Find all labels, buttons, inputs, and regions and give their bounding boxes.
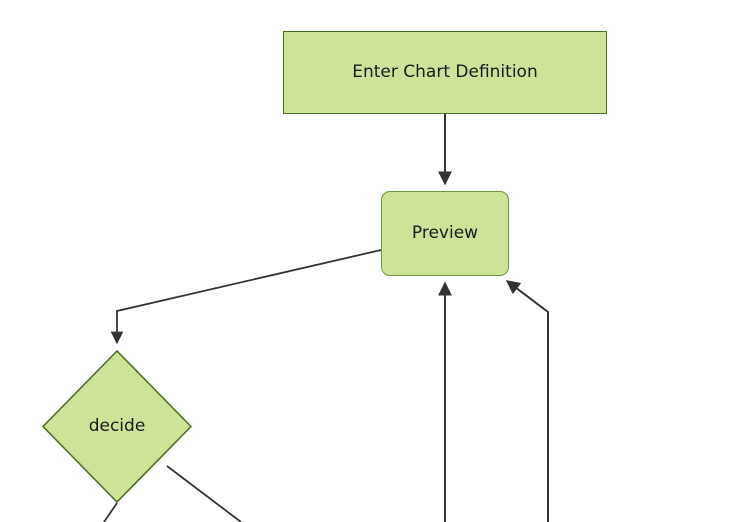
node-preview[interactable]: Preview	[381, 191, 509, 276]
node-label-decide: decide	[88, 416, 146, 436]
node-decide[interactable]: decide	[42, 350, 192, 503]
node-label-enter-chart-definition: Enter Chart Definition	[352, 62, 538, 82]
node-enter-chart-definition[interactable]: Enter Chart Definition	[283, 31, 607, 114]
edge-bottom-right-to-preview	[505, 280, 549, 522]
diamond-shape-icon	[42, 350, 192, 503]
edge-preview-to-decide	[110, 249, 382, 345]
edge-decide-to-bottom-right	[166, 465, 242, 522]
node-label-preview: Preview	[411, 223, 479, 243]
edge-decide-to-bottom-left	[103, 502, 118, 522]
